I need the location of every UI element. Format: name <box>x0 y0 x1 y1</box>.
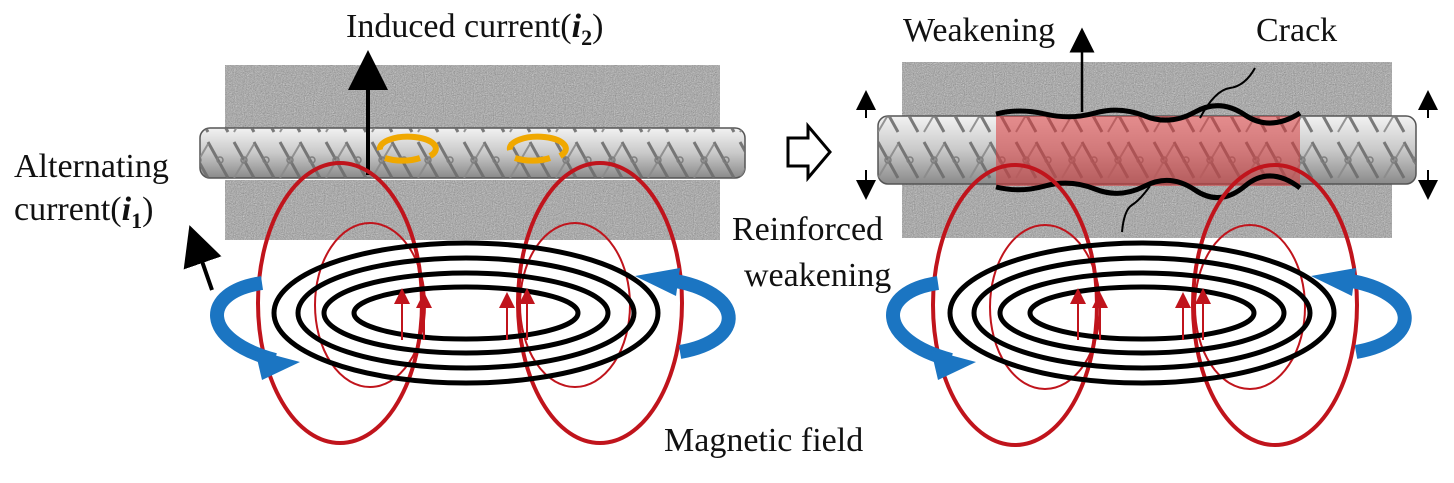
left-panel <box>183 50 746 445</box>
alternating-current-pointer <box>183 225 222 291</box>
hollow-right-arrow-icon <box>786 121 832 183</box>
field-up-arrows-left <box>394 288 535 340</box>
alternating-var: i <box>121 190 132 228</box>
alternating-sub: 1 <box>131 207 143 233</box>
magnetic-field-label: Magnetic field <box>664 422 864 459</box>
alternating-line2: current(i1) <box>14 189 169 234</box>
alternating-current-arrows-left <box>210 268 736 380</box>
crack-label: Crack <box>1256 12 1338 49</box>
induced-current-sub: 2 <box>581 24 593 50</box>
rebar-left <box>199 127 746 179</box>
concrete-block-right-bottom <box>902 180 1392 238</box>
concrete-block-left-bottom <box>225 180 720 240</box>
induced-current-label: Induced current(i2) <box>346 10 603 49</box>
coil-left <box>271 240 661 386</box>
alternating-current-label: Alternating current(i1) <box>14 146 169 234</box>
concrete-block-left-top <box>225 65 720 135</box>
alternating-line1: Alternating <box>14 148 169 185</box>
stress-arrows <box>856 90 1438 200</box>
right-panel <box>856 27 1438 447</box>
reinforced-line2: weakening <box>744 256 892 294</box>
field-up-arrows-right <box>1070 288 1211 340</box>
reinforced-line1: Reinforced <box>732 211 884 248</box>
magnetic-field-lines-right <box>931 163 1359 447</box>
concrete-block-right-top <box>902 62 1392 124</box>
alternating-current-arrows-right <box>886 268 1412 380</box>
induced-current-var: i <box>571 8 582 45</box>
eddy-current-icon <box>376 133 569 164</box>
coil-right <box>947 240 1337 386</box>
reinforced-weakening-label: Reinforced weakening <box>732 207 891 299</box>
induced-current-text: Induced current( <box>346 8 572 45</box>
alternating-close: ) <box>142 190 154 228</box>
alternating-line2-text: current( <box>14 190 122 228</box>
induced-current-close: ) <box>592 8 604 45</box>
weakening-label: Weakening <box>903 12 1056 49</box>
